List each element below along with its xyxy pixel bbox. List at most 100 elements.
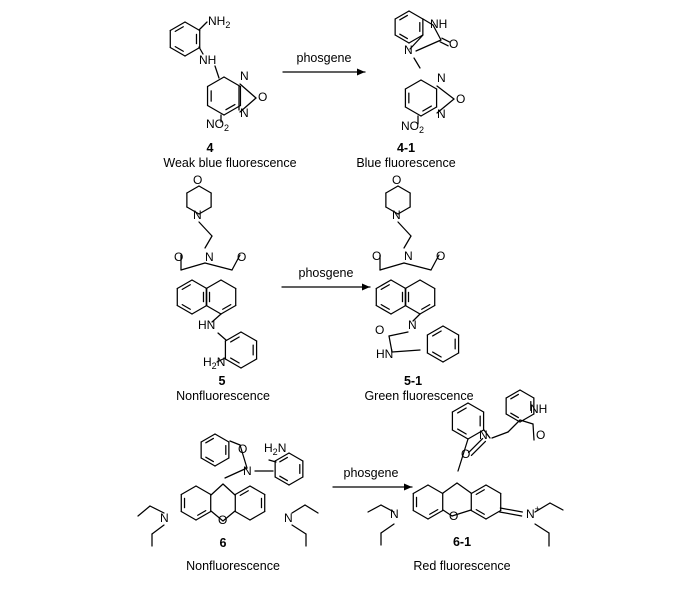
ring-61-phenyl: [467, 402, 485, 413]
structure-bonds: [137, 10, 564, 547]
ring-61-xan-left-double: [429, 508, 439, 515]
bond-41-imidazolone: [432, 24, 442, 41]
atom-o-41a: O: [449, 37, 458, 51]
compound-caption-4: Weak blue fluorescence: [163, 156, 296, 170]
bond-51-imide: [403, 262, 432, 271]
atom-no2-41: NO2: [401, 119, 424, 135]
bond-6-et3: [291, 504, 306, 514]
ring-5-aniline-double: [230, 336, 240, 343]
bond-4-oxadiazole: [239, 97, 257, 113]
bond-61-oxo: [451, 509, 472, 517]
atom-h2n-6: H2N: [264, 441, 286, 457]
ring-51-morpholine: [385, 185, 399, 194]
reagent-label-3: phosgene: [344, 466, 399, 480]
bond-51-imidazolone: [391, 349, 421, 353]
bond-61-top: [456, 482, 472, 494]
ring-41-oxabenzo: [404, 106, 422, 117]
bond-5-imide: [231, 254, 241, 271]
ring-6-xan-right: [249, 510, 266, 521]
ring-5-aniline: [240, 331, 258, 342]
compound-number-6-1: 6-1: [453, 535, 471, 549]
atom-o-41b: O: [456, 92, 465, 106]
ring-6-xan-left: [180, 510, 197, 521]
ring-51-benzo: [426, 325, 444, 336]
compound-number-4: 4: [207, 141, 214, 155]
ring-4-benzo-double: [225, 103, 236, 111]
ring-5-naph-left-double: [181, 284, 191, 291]
bond-61-iminium: [499, 507, 523, 513]
ring-6-aniline: [288, 476, 304, 486]
ring-61-benzimid: [505, 389, 521, 399]
atom-n-6b: N: [284, 511, 293, 525]
bond-61-et1: [380, 504, 395, 513]
bond-6-et1: [137, 505, 151, 517]
ring-6-isoindoline-double: [205, 456, 215, 463]
ring-5-naph-left: [191, 279, 208, 290]
ring-6-xan-right: [249, 485, 266, 496]
atom-n-51-morph: N: [392, 208, 401, 222]
ring-51-naph-left-double: [380, 303, 390, 310]
bond-61-link: [483, 429, 491, 439]
compound-caption-6-1: Red fluorescence: [413, 559, 510, 573]
compound-number-5-1: 5-1: [404, 374, 422, 388]
ring-51-naph-left: [375, 304, 392, 315]
ring-51-morpholine: [397, 185, 411, 194]
bond-61-et1: [367, 504, 382, 513]
ring-61-phenyl: [467, 429, 485, 440]
atom-o-6: O: [238, 442, 247, 456]
bond-6-lactam: [224, 467, 248, 479]
bond-51-imide: [430, 254, 440, 271]
atom-o-6-ring: O: [218, 513, 227, 527]
ring-5-naph-right: [205, 304, 222, 315]
ring-61-xan-left: [427, 509, 444, 520]
ring-5-naph-right: [205, 279, 222, 290]
compound-caption-4-1: Blue fluorescence: [356, 156, 455, 170]
bond-6-spiro: [210, 483, 224, 496]
bond-61-et4: [534, 523, 550, 534]
ring-5-aniline-double: [230, 357, 240, 364]
atom-n-4b: N: [240, 106, 249, 120]
atom-o-51-morph: O: [392, 173, 401, 187]
bond-6-et4: [291, 524, 307, 535]
ring-6-aniline-double: [279, 456, 289, 463]
ring-51-naph-right: [404, 304, 421, 315]
ring-41-oxabenzo: [404, 79, 422, 90]
ring-61-benzimid: [519, 389, 535, 399]
ring-6-isoindoline: [214, 457, 230, 467]
atom-n-51-imide: N: [404, 249, 413, 263]
ring-5-naph-right: [220, 304, 237, 315]
atom-o-61a: O: [536, 428, 545, 442]
ring-61-phenyl: [451, 402, 469, 413]
ring-51-benzo-double: [432, 330, 442, 337]
ring-61-xan-right: [470, 509, 487, 520]
bond-61-imidazolone: [532, 423, 535, 441]
reagent-label-1: phosgene: [297, 51, 352, 65]
ring-5-naph-left: [176, 304, 193, 315]
ring-4-benzo: [223, 76, 242, 88]
ring-5-naph-left-double: [181, 303, 191, 310]
ring-51-benzo: [426, 352, 444, 363]
ring-61-benzimid: [505, 413, 521, 423]
ring-61-benzimid-double: [510, 412, 520, 419]
atom-n-6a: N: [160, 511, 169, 525]
compound-number-5: 5: [219, 374, 226, 388]
ring-61-xan-left: [427, 484, 444, 495]
bond-51-ethyl: [397, 221, 412, 237]
atom-hn-51: HN: [376, 347, 393, 361]
ring-6-xan-right: [234, 510, 251, 521]
ring-61-xan-right: [485, 484, 502, 495]
atom-n-61a: N: [390, 507, 399, 521]
ring-61-benzimid-double: [510, 393, 520, 400]
bond-4-oxadiazole: [239, 83, 257, 99]
bond-6-nh2: [268, 459, 277, 463]
ring-61-phenyl: [451, 429, 469, 440]
bond-5-link: [217, 332, 227, 341]
bond-6-lactam: [239, 444, 248, 469]
ring-6-isoindoline: [200, 433, 216, 443]
bond-6-spiro: [222, 483, 236, 496]
atom-o-4: O: [258, 90, 267, 104]
arrowhead-3: [404, 483, 412, 491]
atom-n-51: N: [408, 318, 417, 332]
ring-41-oxabenzo: [420, 106, 438, 117]
